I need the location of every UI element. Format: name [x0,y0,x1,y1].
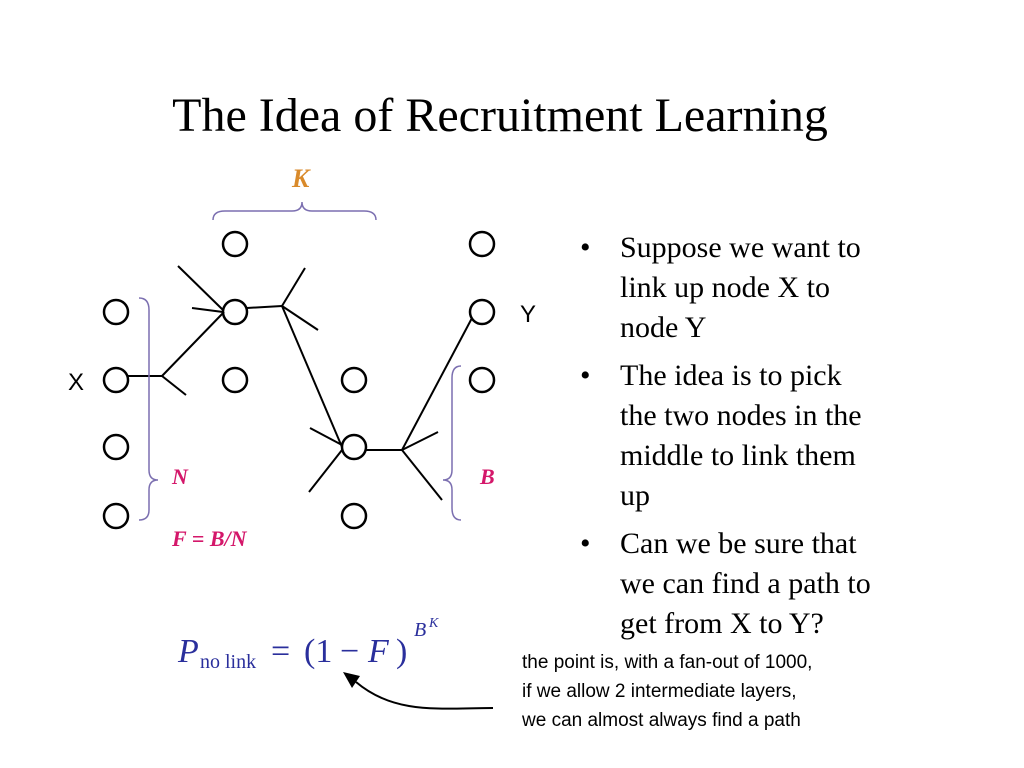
node-x [102,366,130,394]
node-col1-1 [102,298,130,326]
node-y [468,298,496,326]
node-col4-3 [468,366,496,394]
bullet-item: • The idea is to pick the two nodes in t… [580,356,1000,516]
bullet-item: • Suppose we want to link up node X to n… [580,228,1000,348]
b-brace [442,365,462,521]
explanatory-note: the point is, with a fan-out of 1000, if… [522,648,1022,735]
note-arrow-head [343,672,360,688]
bullet-line: middle to link them [620,439,856,472]
formula-subscript: no link [200,651,256,673]
f-formula-label: F = B/N [171,526,248,551]
note-line: the point is, with a fan-out of 1000, [522,652,813,673]
k-brace [212,201,377,221]
b-label: B [479,464,495,489]
bullet-item: • Can we be sure that we can find a path… [580,524,1000,644]
formula-open: (1 [304,633,332,670]
slide-title: The Idea of Recruitment Learning [172,89,828,142]
bullet-line: up [620,479,650,512]
bullet-line: node Y [620,311,707,344]
k-label: K [291,164,311,193]
formula-exp-k: K [428,616,439,631]
x-label: X [68,369,84,396]
node-col1-3 [102,433,130,461]
probability-formula: P no link = (1 − F ) B K [177,616,439,673]
n-label: N [171,464,189,489]
note-line: we can almost always find a path [522,710,801,731]
connection-lines [128,265,473,501]
node-col3-2 [340,433,368,461]
node-col3-3 [340,502,368,530]
formula-p: P [177,633,199,670]
bullet-line: The idea is to pick [620,359,842,392]
formula-exp-b: B [414,619,426,641]
n-brace [138,297,159,521]
bullet-line: get from X to Y? [620,607,824,640]
y-label: Y [520,301,536,328]
note-arrow [355,681,494,710]
bullet-dot: • [580,359,591,392]
bullet-line: the two nodes in the [620,399,862,432]
bullet-dot: • [580,231,591,264]
bullet-list: • Suppose we want to link up node X to n… [580,228,1000,652]
node-col2-1 [221,230,249,258]
node-col2-3 [221,366,249,394]
formula-minus: − [340,633,359,670]
bullet-line: link up node X to [620,271,830,304]
formula-equals: = [271,633,290,670]
formula-close: ) [396,633,407,670]
node-col3-1 [340,366,368,394]
node-col4-1 [468,230,496,258]
bullet-line: Suppose we want to [620,231,861,264]
bullet-dot: • [580,527,591,560]
note-line: if we allow 2 intermediate layers, [522,681,797,702]
bullet-line: we can find a path to [620,567,871,600]
bullet-line: Can we be sure that [620,527,857,560]
formula-f: F [367,633,390,670]
node-col2-2 [221,298,249,326]
node-col1-4 [102,502,130,530]
